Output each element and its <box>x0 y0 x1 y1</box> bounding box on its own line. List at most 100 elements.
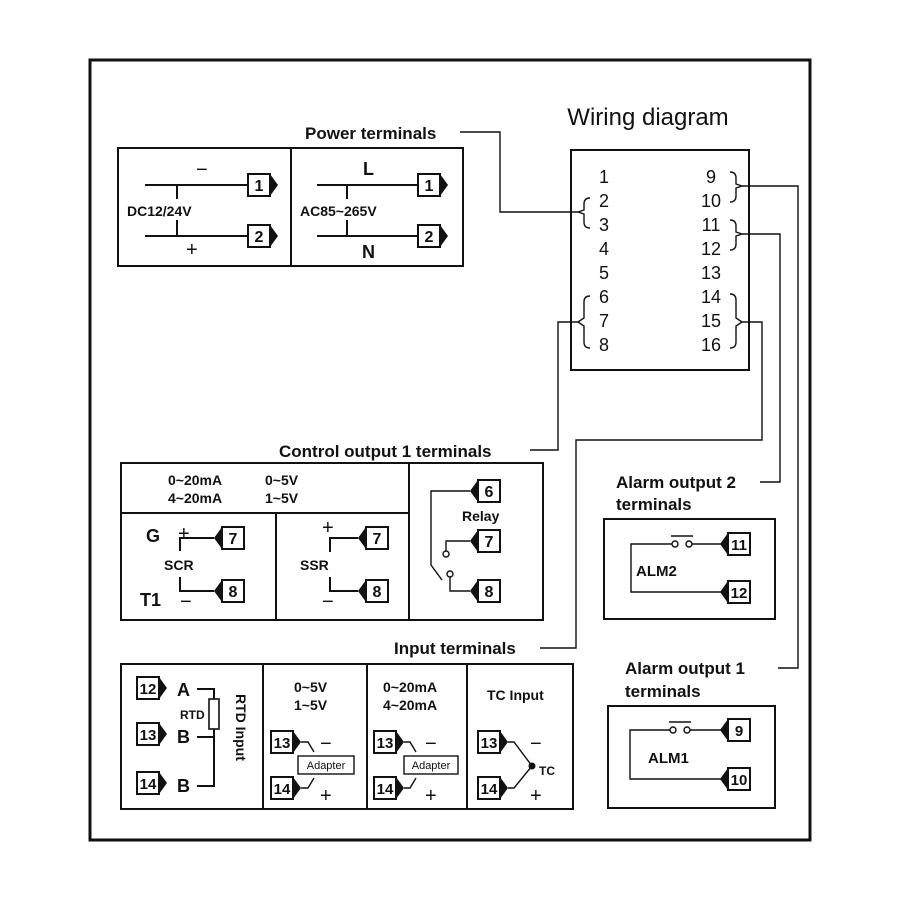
ssr-minus: − <box>322 591 334 613</box>
ctrl-range-ma1: 0~20mA <box>168 472 222 488</box>
svg-text:12: 12 <box>140 681 157 698</box>
scr-t1-label: T1 <box>140 590 161 610</box>
scr-g-label: G <box>146 526 160 546</box>
svg-text:8: 8 <box>373 584 382 601</box>
ma-terminal-13: 13 <box>373 730 405 754</box>
control-output-label: Control output 1 terminals <box>279 442 492 461</box>
alarm2-label-line2: terminals <box>616 495 692 514</box>
terminal-4: 4 <box>599 239 609 259</box>
alm2-terminal-11: 11 <box>719 532 751 556</box>
alm2-terminal-12: 12 <box>719 580 751 604</box>
alm1-name: ALM1 <box>648 750 689 767</box>
tc-junction <box>528 762 536 770</box>
svg-text:8: 8 <box>229 584 238 601</box>
svg-text:1: 1 <box>425 178 434 195</box>
svg-text:14: 14 <box>274 781 291 798</box>
svg-text:13: 13 <box>377 735 394 752</box>
svg-text:7: 7 <box>229 531 238 548</box>
svg-text:13: 13 <box>274 735 291 752</box>
alm1-terminal-10: 10 <box>719 767 751 791</box>
svg-text:14: 14 <box>481 781 498 798</box>
terminal-9: 9 <box>706 167 716 187</box>
dc-terminal-1: 1 <box>247 173 279 197</box>
power-terminals-label: Power terminals <box>305 124 436 143</box>
ma-minus: − <box>425 733 437 755</box>
rtd-b1-label: B <box>177 727 190 747</box>
dc-terminal-2: 2 <box>247 224 279 248</box>
svg-text:11: 11 <box>731 537 747 554</box>
scr-terminal-7: 7 <box>213 526 245 550</box>
svg-text:Adapter: Adapter <box>412 760 451 772</box>
alarm1-panel: ALM1 9 10 <box>607 705 776 809</box>
dc-voltage: DC12/24V <box>127 203 192 219</box>
volt-plus: + <box>320 785 332 807</box>
alarm2-label-line1: Alarm output 2 <box>616 473 736 492</box>
relay-terminal-8: 8 <box>469 579 501 603</box>
ctrl-range-ma2: 4~20mA <box>168 490 222 506</box>
ac-terminal-1: 1 <box>417 173 449 197</box>
scr-minus: − <box>180 591 192 613</box>
svg-text:12: 12 <box>731 585 748 602</box>
terminal-block: 1 2 3 4 5 6 7 8 9 10 11 12 13 14 15 16 <box>570 149 750 371</box>
rtd-terminal-12: 12 <box>136 676 168 700</box>
ac-n-label: N <box>362 242 375 262</box>
outer-frame <box>88 58 812 842</box>
alarm2-panel: ALM2 11 12 <box>603 518 776 620</box>
tc-terminal-14: 14 <box>477 776 509 800</box>
rtd-input-vertical: RTD Input <box>233 694 249 761</box>
terminal-3: 3 <box>599 215 609 235</box>
ac-l-label: L <box>363 159 374 179</box>
scr-plus: + <box>178 523 190 545</box>
rtd-terminal-13: 13 <box>136 722 168 746</box>
terminal-2: 2 <box>599 191 609 211</box>
volt-terminal-13: 13 <box>270 730 302 754</box>
tc-label: TC <box>539 764 555 778</box>
svg-text:13: 13 <box>481 735 498 752</box>
tc-terminal-13: 13 <box>477 730 509 754</box>
volt-minus: − <box>320 733 332 755</box>
ssr-plus: + <box>322 517 334 539</box>
volt-range-1: 0~5V <box>294 679 328 695</box>
volt-terminal-14: 14 <box>270 776 302 800</box>
svg-text:14: 14 <box>377 781 394 798</box>
ac-voltage: AC85~265V <box>300 203 377 219</box>
ctrl-range-v1: 0~5V <box>265 472 299 488</box>
svg-text:7: 7 <box>485 534 494 551</box>
ssr-terminal-7: 7 <box>357 526 389 550</box>
input-panel: 12 13 14 A B B RTD RTD Input 0~5V 1~5V 1… <box>120 663 574 810</box>
terminal-16: 16 <box>701 335 721 355</box>
alm2-name: ALM2 <box>636 563 677 580</box>
ma-adapter <box>403 755 459 775</box>
terminal-14: 14 <box>701 287 721 307</box>
ssr-terminal-8: 8 <box>357 579 389 603</box>
alarm1-label-line2: terminals <box>625 682 701 701</box>
relay-terminal-6: 6 <box>469 479 501 503</box>
rtd-b2-label: B <box>177 776 190 796</box>
dc-plus: + <box>186 239 198 261</box>
svg-text:14: 14 <box>140 776 157 793</box>
terminal-6: 6 <box>599 287 609 307</box>
relay-label: Relay <box>462 508 500 524</box>
ma-range-1: 0~20mA <box>383 679 437 695</box>
scr-terminal-8: 8 <box>213 579 245 603</box>
diagram-title: Wiring diagram <box>567 104 728 131</box>
rtd-resistor <box>208 698 220 730</box>
rtd-a-label: A <box>177 680 190 700</box>
svg-text:2: 2 <box>255 229 264 246</box>
dc-minus: − <box>196 159 208 181</box>
terminal-11: 11 <box>702 215 721 235</box>
ssr-name: SSR <box>300 557 329 573</box>
ma-plus: + <box>425 785 437 807</box>
svg-text:9: 9 <box>735 723 743 740</box>
ma-terminal-14: 14 <box>373 776 405 800</box>
alarm1-label-line1: Alarm output 1 <box>625 659 745 678</box>
terminal-12: 12 <box>701 239 721 259</box>
terminal-8: 8 <box>599 335 609 355</box>
control-output-panel: 0~20mA 4~20mA 0~5V 1~5V G + SCR T1 − 7 8… <box>120 462 544 621</box>
input-terminals-label: Input terminals <box>394 639 516 658</box>
svg-text:Adapter: Adapter <box>307 760 346 772</box>
terminal-1: 1 <box>599 167 609 187</box>
tc-plus: + <box>530 785 542 807</box>
volt-adapter <box>297 755 355 775</box>
